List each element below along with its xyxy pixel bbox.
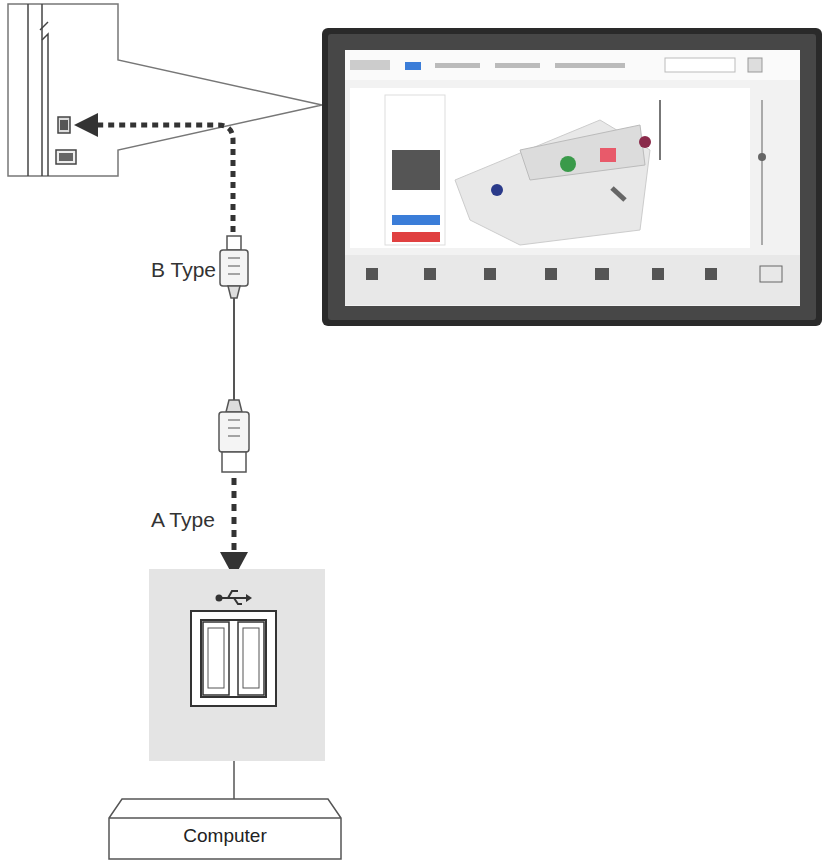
computer-box: Computer [108, 798, 342, 860]
usb-cable [233, 298, 235, 405]
insert-arrow [95, 125, 233, 232]
insert-arrow [232, 478, 237, 550]
arrow-head [74, 113, 98, 137]
usb-symbol [217, 591, 253, 604]
usb-a-port [191, 611, 276, 706]
usb-b-connector [220, 236, 248, 298]
connector-label: B Type [151, 258, 216, 282]
connector-label: A Type [151, 508, 215, 532]
node-text: Computer [183, 811, 266, 847]
touch-monitor [322, 28, 822, 326]
connection-line [233, 761, 235, 800]
usb-a-connector [219, 400, 249, 472]
port-panel [149, 569, 325, 761]
monitor-side-detail [28, 4, 76, 176]
zoom-callout [8, 4, 322, 176]
